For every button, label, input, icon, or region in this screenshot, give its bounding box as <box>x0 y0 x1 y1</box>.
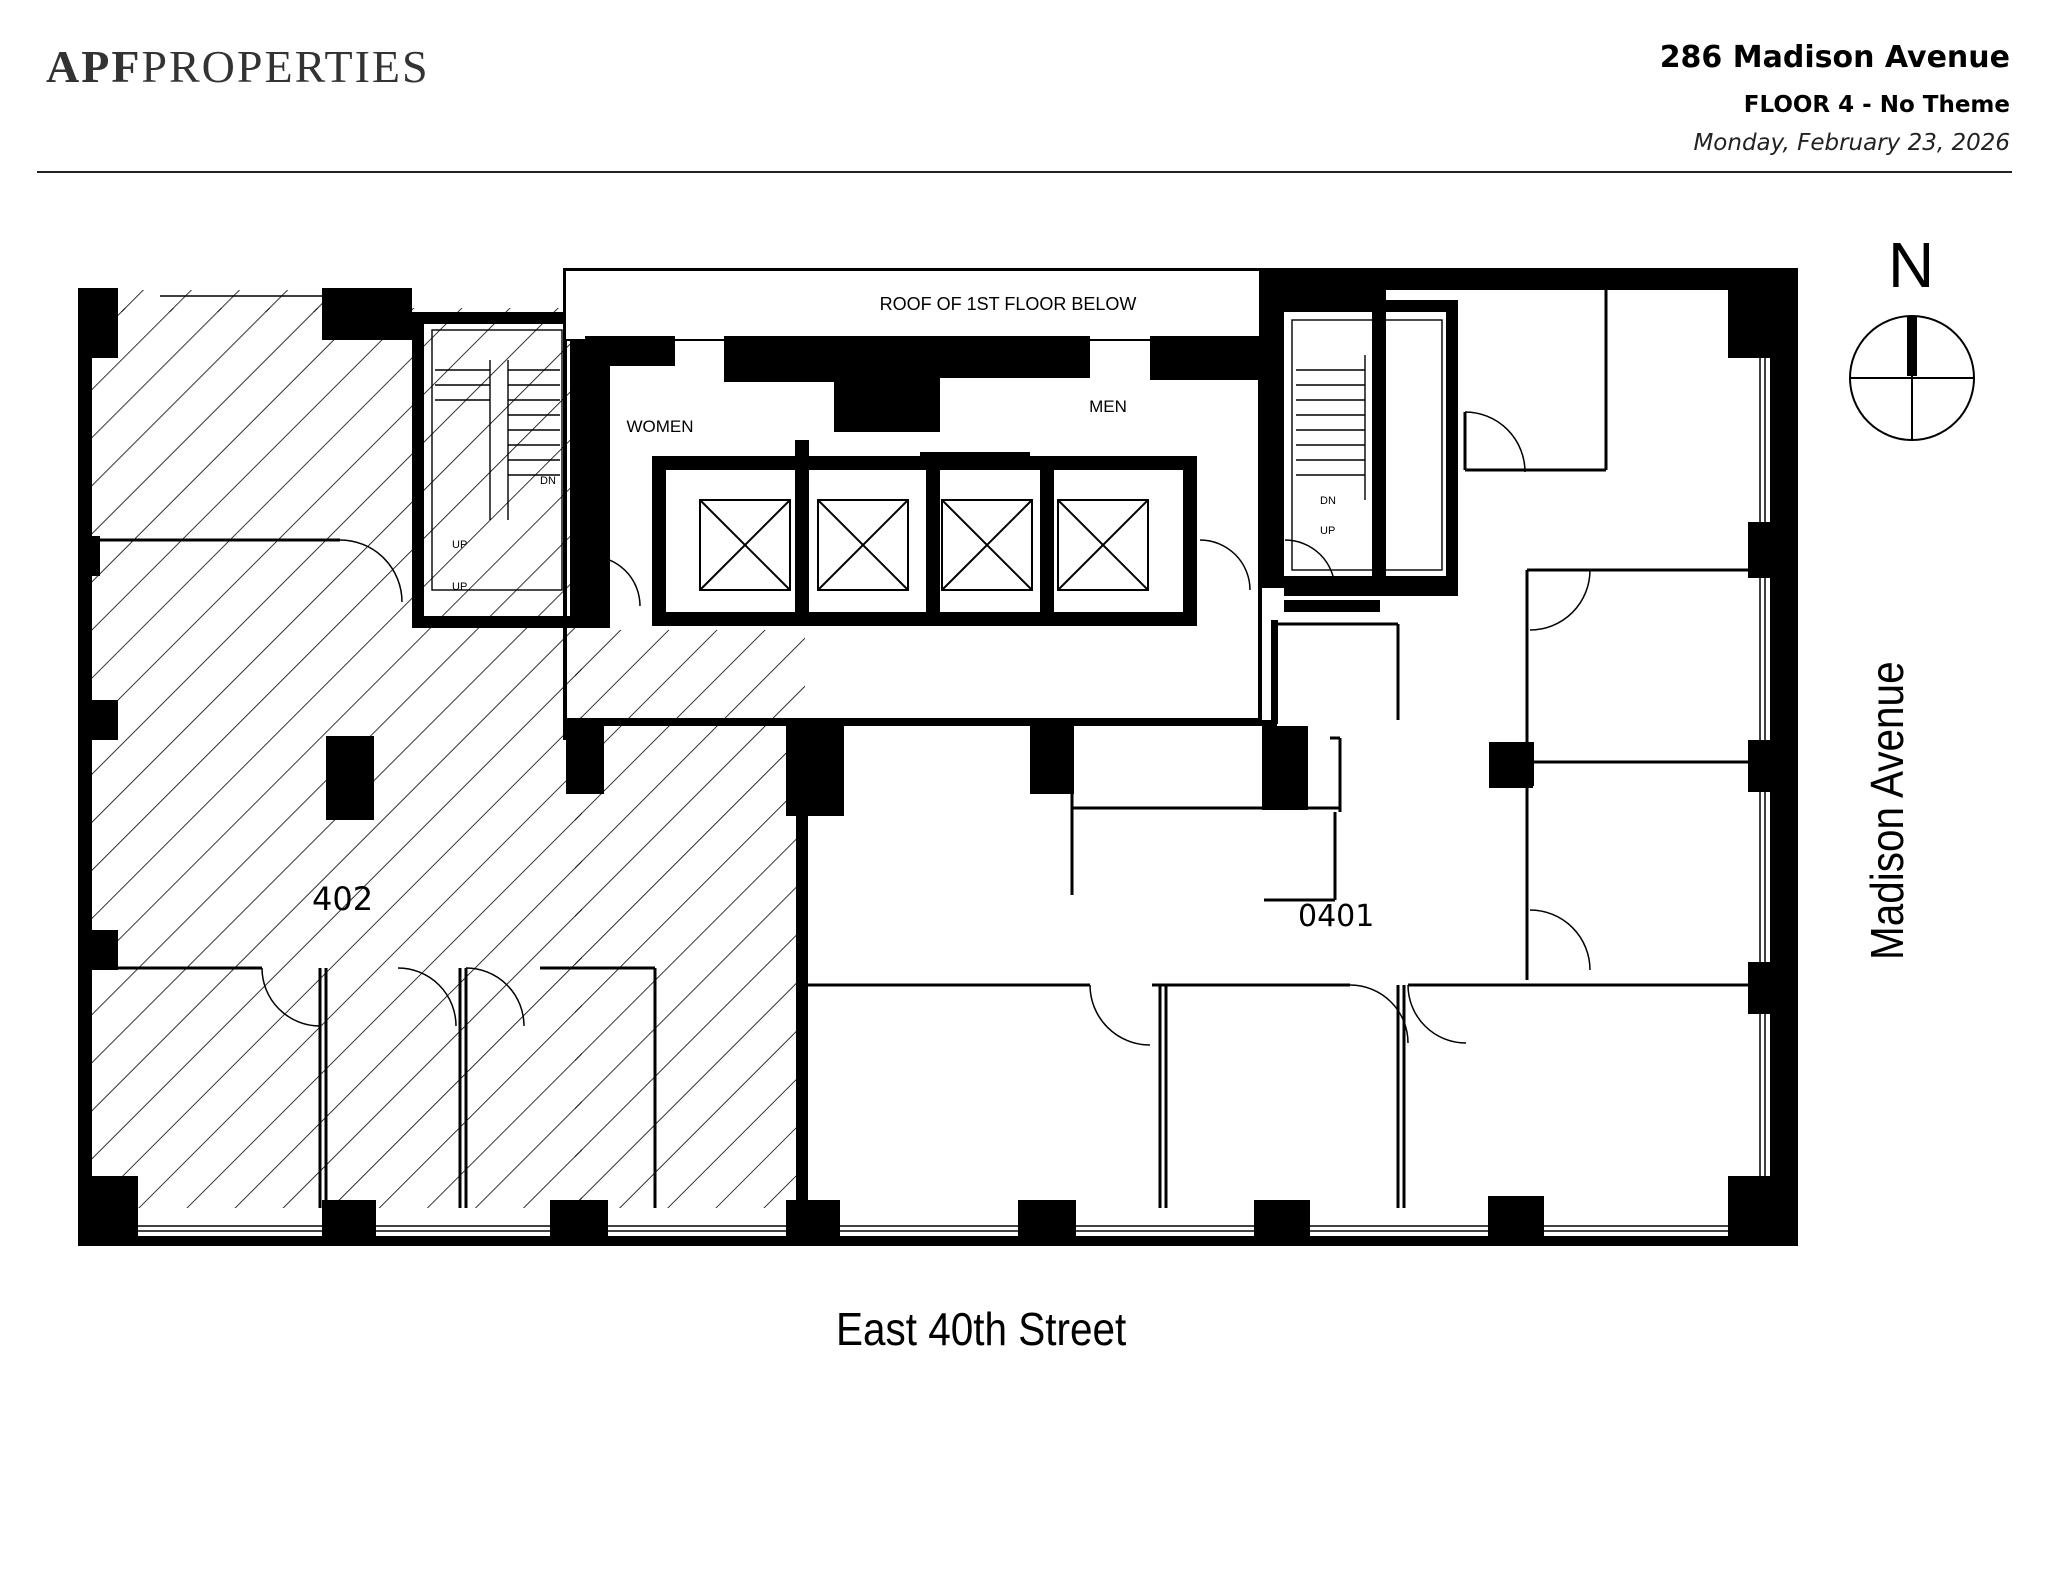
compass-icon <box>1849 315 1975 441</box>
company-logo: APFPROPERTIES <box>46 40 430 93</box>
stair-right-up: UP <box>1320 525 1335 537</box>
interior-partitions <box>92 290 1760 1208</box>
stair-right-dn: DN <box>1320 495 1336 507</box>
men-label: MEN <box>1089 397 1127 416</box>
elevators <box>699 353 1149 591</box>
elevator-lobby-wall <box>1272 620 1278 724</box>
logo-bold: APF <box>46 41 142 92</box>
report-date: Monday, February 23, 2026 <box>1693 130 2010 156</box>
street-east-label: Madison Avenue <box>1861 661 1913 960</box>
stair-right <box>1291 319 1443 571</box>
roof-area <box>564 269 1261 341</box>
logo-rest: PROPERTIES <box>141 41 430 92</box>
door-swings <box>261 411 1591 1046</box>
street-south-label: East 40th Street <box>836 1303 1127 1355</box>
restrooms <box>585 336 1260 626</box>
suite-402-label: 402 <box>312 880 373 918</box>
stair-left-up2: UP <box>452 581 467 593</box>
roof-label: ROOF OF 1ST FLOOR BELOW <box>880 294 1137 314</box>
women-label: WOMEN <box>626 417 693 436</box>
floor-subtitle: FLOOR 4 - No Theme <box>1743 92 2010 118</box>
stair-left-dn: DN <box>540 475 556 487</box>
columns <box>326 736 1533 820</box>
window-lines <box>130 295 1766 1232</box>
suite-0401-label: 0401 <box>1298 899 1374 934</box>
stair-left-up1: UP <box>452 539 467 551</box>
building-title: 286 Madison Avenue <box>1659 40 2010 75</box>
suite-402-area <box>92 290 805 1208</box>
north-label: N <box>1888 229 1935 301</box>
stair-left <box>431 329 563 591</box>
header-divider <box>37 171 2012 173</box>
